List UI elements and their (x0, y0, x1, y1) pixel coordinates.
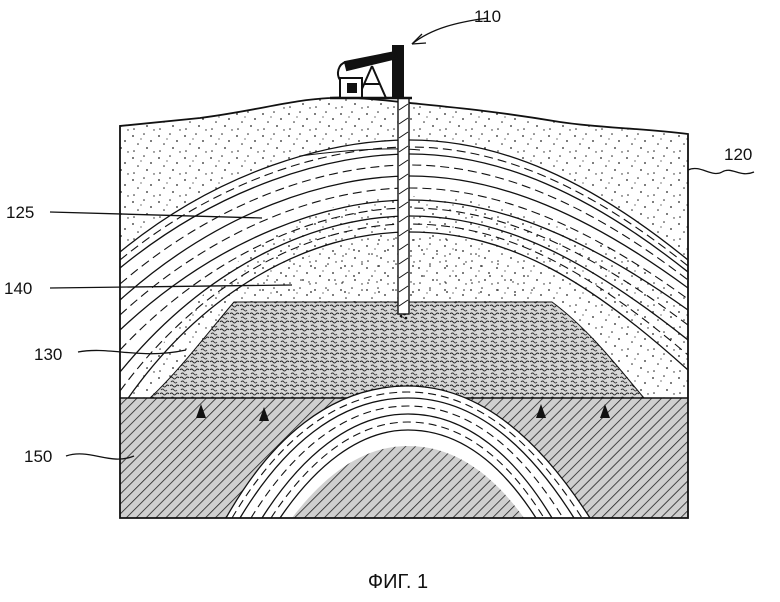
leader-lines (49, 17, 755, 460)
contact-marker (600, 404, 610, 418)
reservoir-zone-region (148, 301, 646, 399)
label-150: 150 (24, 447, 52, 466)
label-120: 120 (724, 145, 752, 164)
label-130: 130 (34, 345, 62, 364)
arrowhead-110 (411, 33, 427, 45)
contact-markers (196, 404, 610, 421)
leader-125 (49, 211, 263, 219)
figure-caption: ФИГ. 1 (368, 571, 428, 593)
leader-110 (411, 17, 489, 45)
label-140: 140 (4, 279, 32, 298)
contact-marker (196, 404, 206, 418)
label-125: 125 (6, 203, 34, 222)
cross-section-outline (119, 96, 689, 519)
label-110: 110 (474, 7, 501, 26)
strata-layers (120, 139, 688, 411)
pump-jack-icon (330, 45, 412, 100)
contact-marker (536, 404, 546, 418)
leader-120 (687, 167, 755, 175)
wellbore (397, 97, 410, 320)
leader-150 (65, 453, 135, 460)
leader-130 (77, 349, 187, 355)
leader-140 (49, 284, 293, 289)
gas-cap-region (236, 236, 552, 302)
contact-marker (259, 407, 269, 421)
lower-anticline (225, 385, 591, 519)
